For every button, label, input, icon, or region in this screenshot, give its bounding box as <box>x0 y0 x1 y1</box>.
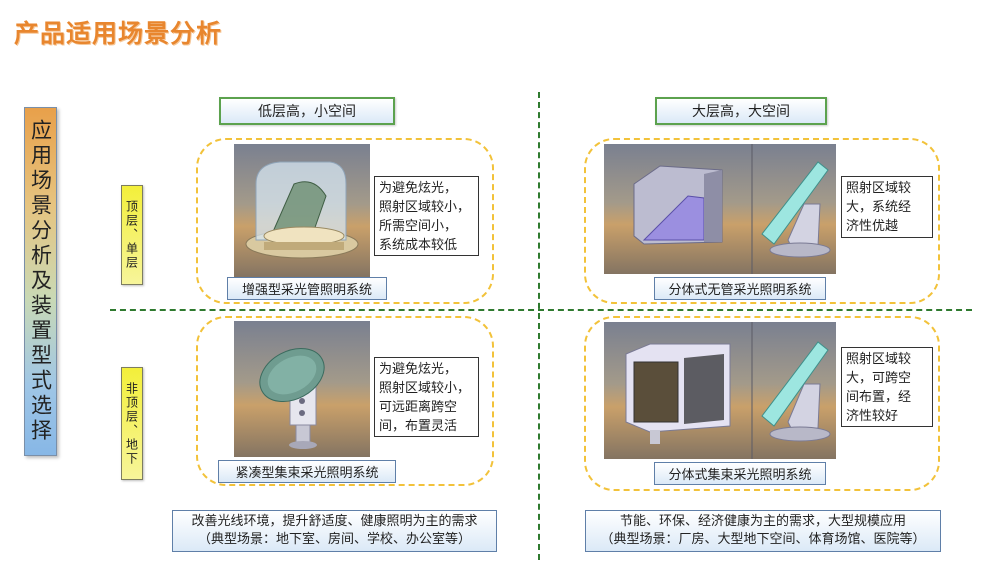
description-bottom-right: 照射区域较 大，可跨空 间布置，经 济性较好 <box>841 347 933 427</box>
main-side-label-text: 应用场景分析及装置型式选择 <box>28 119 53 444</box>
caption-top-right: 分体式无管采光照明系统 <box>654 277 826 300</box>
column-header-right: 大层高，大空间 <box>655 97 827 125</box>
description-top-left: 为避免炫光， 照射区域较小， 所需空间小， 系统成本较低 <box>374 176 479 256</box>
caption-top-left: 增强型采光管照明系统 <box>227 277 387 300</box>
description-top-right: 照射区域较 大，系统经 济性优越 <box>841 176 933 238</box>
summary-right-line1: 节能、环保、经济健康为主的需求，大型规模应用 <box>619 514 906 529</box>
summary-left: 改善光线环境，提升舒适度、健康照明为主的需求 （典型场景：地下室、房间、学校、办… <box>172 510 497 552</box>
horizontal-divider <box>110 309 972 311</box>
row-label-bottom-text: 非顶层、地下 <box>124 381 139 466</box>
panel-bottom-left <box>196 316 494 486</box>
caption-bottom-right: 分体式集束采光照明系统 <box>654 462 826 485</box>
row-label-bottom: 非顶层、地下 <box>121 367 143 480</box>
row-label-top: 顶层、单层 <box>121 185 143 285</box>
split-beam-render <box>604 322 836 459</box>
split-tubeless-render <box>604 144 836 274</box>
vertical-divider <box>538 92 540 560</box>
caption-bottom-left: 紧凑型集束采光照明系统 <box>218 460 396 483</box>
panel-bottom-right <box>584 316 940 491</box>
summary-right-line2: （典型场景：厂房、大型地下空间、体育场馆、医院等） <box>600 532 926 547</box>
panel-top-right <box>584 138 940 304</box>
summary-left-line1: 改善光线环境，提升舒适度、健康照明为主的需求 <box>191 514 478 529</box>
summary-right: 节能、环保、经济健康为主的需求，大型规模应用 （典型场景：厂房、大型地下空间、体… <box>585 510 941 552</box>
compact-beam-render <box>234 321 370 457</box>
summary-left-line2: （典型场景：地下室、房间、学校、办公室等） <box>197 532 471 547</box>
column-header-left: 低层高，小空间 <box>219 97 395 125</box>
panel-top-left <box>196 138 494 304</box>
main-side-label: 应用场景分析及装置型式选择 <box>24 107 57 456</box>
row-label-top-text: 顶层、单层 <box>124 200 139 270</box>
description-bottom-left: 为避免炫光， 照射区域较小， 可远距离跨空 间，布置灵活 <box>374 357 479 437</box>
light-pipe-dome-render <box>234 144 370 277</box>
page-title: 产品适用场景分析 <box>14 19 223 48</box>
